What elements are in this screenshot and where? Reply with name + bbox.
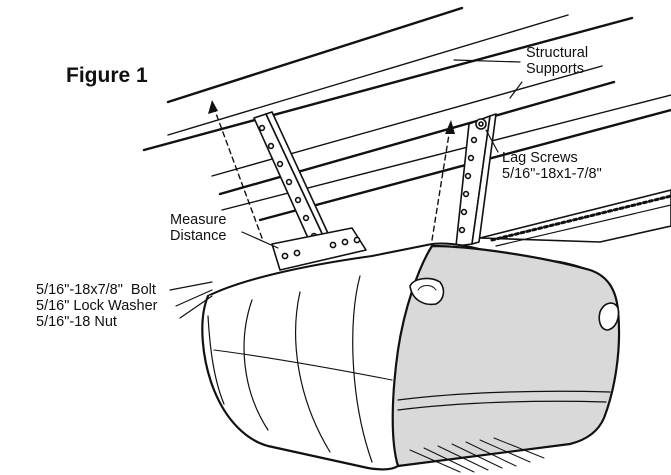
measure-distance-arrows xyxy=(213,107,451,241)
measure-distance-label-line2: Distance xyxy=(170,228,227,244)
structural-supports-label: Structural Supports xyxy=(526,45,588,77)
mounting-plate xyxy=(271,227,367,271)
leader-lines xyxy=(169,59,523,319)
left-mounting-bracket xyxy=(253,111,333,250)
nut-label: 5/16"-18 Nut xyxy=(36,314,117,330)
lag-screws-label: Lag Screws 5/16"-18x1-7/8" xyxy=(502,150,602,182)
lag-screws-label-line1: Lag Screws xyxy=(502,150,578,166)
opener-rail xyxy=(479,189,671,247)
arrow-heads xyxy=(208,100,455,134)
structural-supports-label-line1: Structural xyxy=(526,45,589,61)
bolt-label: 5/16"-18x7/8" Bolt xyxy=(36,282,156,298)
measure-distance-label: Measure Distance xyxy=(170,212,226,244)
measure-distance-label-line1: Measure xyxy=(170,212,227,228)
lag-screws-label-line2: 5/16"-18x1-7/8" xyxy=(502,166,602,182)
figure-title: Figure 1 xyxy=(66,64,148,87)
lock-washer-label: 5/16" Lock Washer xyxy=(36,298,158,314)
structural-supports xyxy=(142,6,671,222)
motor-unit xyxy=(201,242,621,473)
structural-supports-label-line2: Supports xyxy=(526,61,585,77)
right-mounting-bracket xyxy=(455,113,497,247)
